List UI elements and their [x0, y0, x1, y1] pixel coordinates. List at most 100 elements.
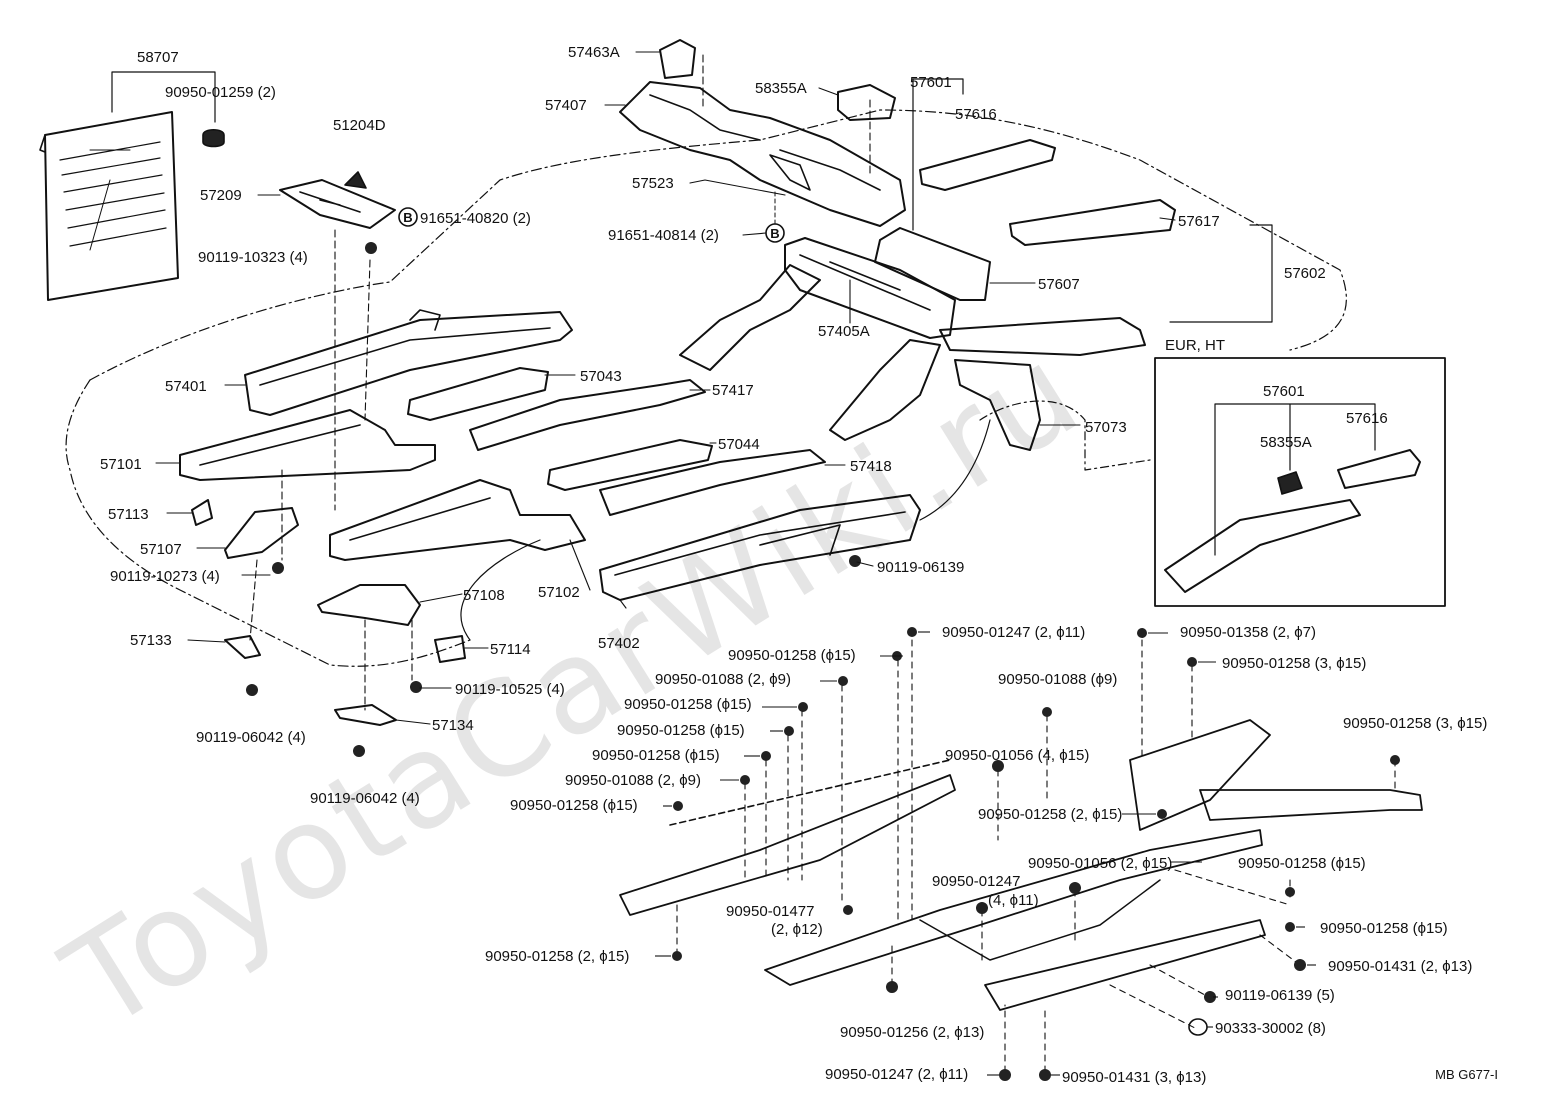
callout-labels: 58707 90950-01259 (2) 51204D 57209 91651…: [100, 44, 1487, 1086]
label-90950-01258-d: 90950-01258 (ϕ15): [617, 722, 745, 739]
label-90950-01056-b: 90950-01056 (2, ϕ15): [1028, 855, 1172, 872]
rear-rail-lower: [829, 339, 941, 441]
label-57402: 57402: [598, 635, 640, 652]
label-90950-01259: 90950-01259 (2): [165, 84, 276, 101]
label-57601: 57601: [910, 74, 952, 91]
label-90950-01358: 90950-01358 (2, ϕ7): [1180, 624, 1316, 641]
label-58355A: 58355A: [755, 80, 807, 97]
label-57417: 57417: [712, 382, 754, 399]
inset-rail: [1164, 499, 1361, 593]
side-member-57401: [244, 309, 573, 416]
fastener-leaders: [676, 639, 1396, 1073]
crossmember-57405A: [784, 237, 956, 339]
label-57607: 57607: [1038, 276, 1080, 293]
label-90950-01247-b-qty: (4, ϕ11): [988, 892, 1039, 909]
label-90119-10525: 90119-10525 (4): [455, 681, 565, 698]
inset-leaders: [1214, 403, 1376, 556]
rail-57418: [599, 449, 826, 516]
upper-leaders: [249, 54, 871, 711]
label-90950-01258-e: 90950-01258 (ϕ15): [592, 747, 720, 764]
inset-box: [1154, 357, 1446, 607]
cushion-57114: [434, 635, 466, 663]
label-90119-06139-b: 90119-06139 (5): [1225, 987, 1335, 1004]
label-51204D: 51204D: [333, 117, 386, 134]
label-90950-01256: 90950-01256 (2, ϕ13): [840, 1024, 984, 1041]
label-57043: 57043: [580, 368, 622, 385]
label-57407: 57407: [545, 97, 587, 114]
bracket-57133: [224, 635, 261, 659]
diagram-code: MB G677-I: [1435, 1067, 1498, 1082]
label-57616: 57616: [955, 106, 997, 123]
rail-57044: [547, 439, 713, 491]
label-90950-01258-g: 90950-01258 (ϕ15): [510, 797, 638, 814]
fastener-pointer-lines: [655, 631, 1316, 1076]
inset-bracket: [1337, 449, 1421, 489]
label-57134: 57134: [432, 717, 474, 734]
bracket-57209: [279, 179, 396, 229]
label-90119-06042-a: 90119-06042 (4): [196, 729, 306, 746]
panel-57073: [954, 359, 1041, 451]
label-57073: 57073: [1085, 419, 1127, 436]
label-90950-01258-a: 90950-01258 (ϕ15): [728, 647, 856, 664]
label-90950-01258-i: 90950-01258 (ϕ15): [1238, 855, 1366, 872]
label-57602: 57602: [1284, 265, 1326, 282]
floor-pan: [619, 719, 1423, 1011]
label-90119-06139: 90119-06139: [877, 559, 964, 576]
service-panel-58707: [39, 111, 179, 301]
label-57405A: 57405A: [818, 323, 870, 340]
label-90950-01258-b: 90950-01258 (3, ϕ15): [1222, 655, 1366, 672]
label-57133: 57133: [130, 632, 172, 649]
label-90950-01477: 90950-01477: [726, 903, 814, 920]
body-outline: [89, 109, 1347, 381]
label-57102: 57102: [538, 584, 580, 601]
label-57107: 57107: [140, 541, 182, 558]
rail-57043: [407, 367, 549, 421]
inset-label-58355A: 58355A: [1260, 434, 1312, 451]
bracket-57107: [224, 507, 299, 559]
label-57523: 57523: [632, 175, 674, 192]
label-90950-01258-j: 90950-01258 (ϕ15): [1320, 920, 1448, 937]
label-57401: 57401: [165, 378, 207, 395]
label-57108: 57108: [463, 587, 505, 604]
leader-57602: [1169, 224, 1273, 323]
label-90950-01088-b: 90950-01088 (ϕ9): [998, 671, 1117, 688]
label-90950-01056-a: 90950-01056 (4, ϕ15): [945, 747, 1089, 764]
label-90950-01088-a: 90950-01088 (2, ϕ9): [655, 671, 791, 688]
ref-b-left: [398, 207, 418, 227]
body-lower-outline: [65, 379, 471, 667]
inset-clip: [1277, 471, 1303, 495]
label-90950-01431-a: 90950-01431 (2, ϕ13): [1328, 958, 1472, 975]
label-57617: 57617: [1178, 213, 1220, 230]
label-90950-01258-h: 90950-01258 (2, ϕ15): [978, 806, 1122, 823]
inset-label-57616: 57616: [1346, 410, 1388, 427]
side-member-57102: [329, 479, 586, 561]
label-57101: 57101: [100, 456, 142, 473]
rear-rail-right: [939, 317, 1146, 356]
crossmember-57407: [619, 81, 906, 227]
leader-57601: [912, 78, 964, 231]
plug-90333-30002: [1188, 1018, 1208, 1036]
label-90950-01247-a: 90950-01247 (2, ϕ11): [942, 624, 1085, 641]
cap-57463A: [659, 39, 696, 79]
clip-51204D: [344, 171, 367, 189]
label-58707: 58707: [137, 49, 179, 66]
rail-57616: [919, 139, 1056, 191]
rail-57417: [469, 379, 706, 451]
label-90333-30002: 90333-30002 (8): [1215, 1020, 1326, 1037]
leader-58707: [111, 71, 216, 123]
label-57044: 57044: [718, 436, 760, 453]
label-57418: 57418: [850, 458, 892, 475]
label-90950-01258-k: 90950-01258 (2, ϕ15): [485, 948, 629, 965]
reinforcement-57607: [874, 227, 991, 301]
bracket-57108: [317, 584, 421, 626]
bracket-57134: [334, 704, 397, 726]
bracket-57113: [191, 499, 213, 526]
inset-label-57601: 57601: [1263, 383, 1305, 400]
label-90950-01247-b: 90950-01247: [932, 873, 1020, 890]
label-91651-40814: 91651-40814 (2): [608, 227, 719, 244]
ref-b-left-letter: B: [403, 210, 412, 225]
callout-leaders: [155, 51, 1176, 725]
ref-b-right-letter: B: [770, 226, 779, 241]
